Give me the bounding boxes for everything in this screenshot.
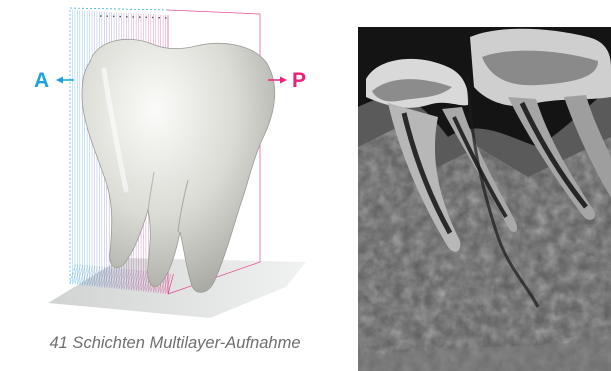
tooth-layer-illustration xyxy=(0,0,350,371)
dental-scan-image xyxy=(358,27,611,371)
anterior-label: A xyxy=(34,70,49,91)
slice-top-edge xyxy=(70,8,168,10)
slice-top-dotted-line xyxy=(100,16,170,18)
posterior-label: P xyxy=(292,70,306,91)
tooth-floor-shadow xyxy=(48,258,306,318)
tooth-shape xyxy=(82,39,275,292)
anterior-arrow xyxy=(56,77,74,84)
image-caption: 41 Schichten Multilayer-Aufnahme xyxy=(0,334,350,353)
